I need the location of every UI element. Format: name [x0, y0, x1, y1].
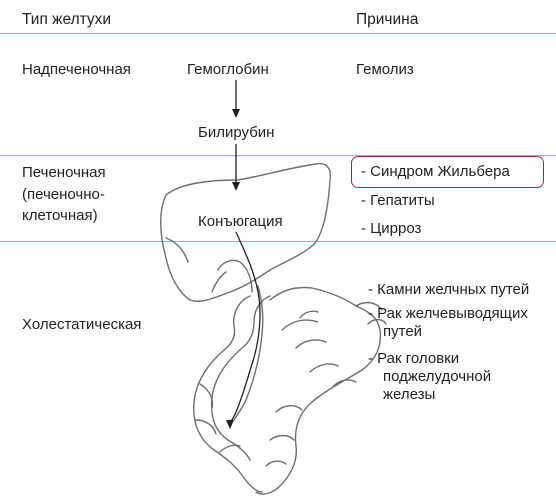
cause-hepatitis: - Гепатиты	[361, 191, 435, 210]
cause-pancreatic-cancer-line-1: - Рак головки	[368, 349, 459, 368]
cause-cirrhosis: - Цирроз	[361, 219, 421, 238]
cause-pancreatic-cancer-line-2: поджелудочной	[383, 367, 491, 386]
cause-bile-duct-cancer-line-1: - Рак желчевыводящих	[368, 304, 528, 323]
cause-gallstones: - Камни желчных путей	[368, 280, 529, 299]
pathway-bilirubin: Билирубин	[198, 123, 274, 142]
type-hepatic-line-2: (печеночно-	[22, 185, 105, 204]
type-hepatic-line-3: клеточная)	[22, 206, 98, 225]
cause-hemolysis: Гемолиз	[356, 60, 414, 79]
pathway-conjugation: Конъюгация	[198, 212, 283, 231]
type-hepatic-line-1: Печеночная	[22, 163, 106, 182]
cause-bile-duct-cancer-line-2: путей	[383, 322, 422, 341]
type-cholestatic: Холестатическая	[22, 315, 141, 334]
pathway-hemoglobin: Гемоглобин	[187, 60, 269, 79]
type-prehepatic: Надпеченочная	[22, 60, 131, 79]
cause-pancreatic-cancer-line-3: железы	[383, 385, 435, 404]
cause-gilbert-syndrome: - Синдром Жильбера	[361, 162, 510, 181]
